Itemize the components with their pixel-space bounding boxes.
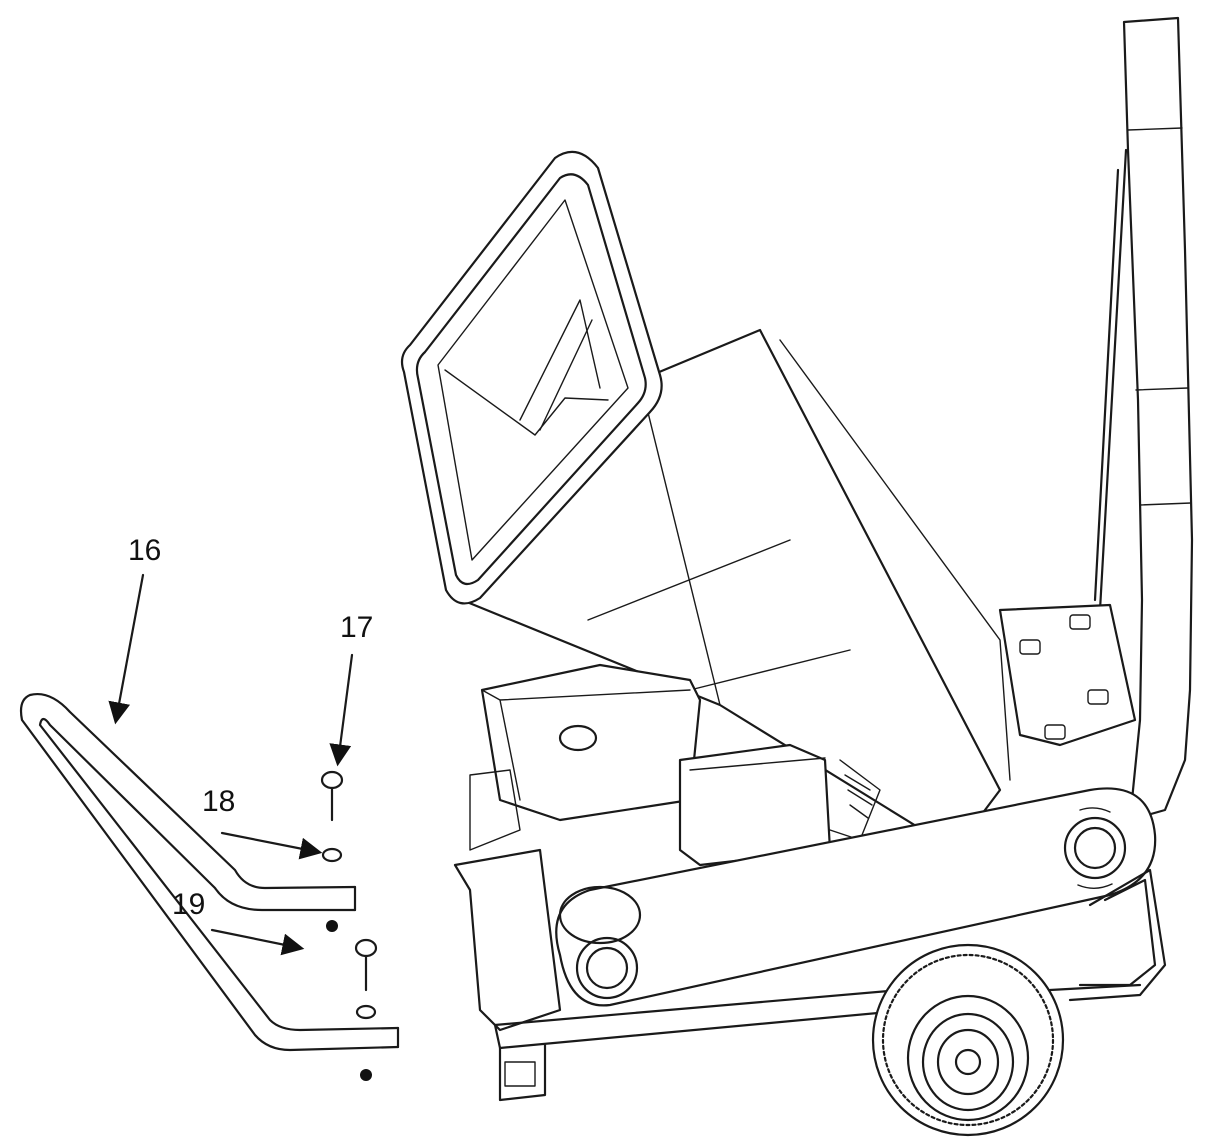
fastener-set-upper (320, 770, 344, 932)
callout-17: 17 (340, 611, 374, 644)
callout-16: 16 (128, 534, 162, 567)
leader-19 (210, 928, 305, 956)
leader-16 (108, 573, 145, 725)
chassis-frame (453, 848, 1167, 1102)
drive-arm (555, 787, 1157, 1007)
fastener-set-lower (354, 938, 378, 1081)
hopper-opening (400, 150, 663, 605)
callout-19: 19 (172, 888, 206, 921)
leader-18 (220, 831, 323, 860)
wheel (871, 943, 1065, 1137)
discharge-chute (1093, 16, 1194, 822)
chute-mount-plate (998, 603, 1137, 747)
leader-17 (329, 653, 354, 767)
engine (469, 663, 881, 867)
handle-bar (19, 693, 400, 1052)
callout-18: 18 (202, 785, 236, 818)
